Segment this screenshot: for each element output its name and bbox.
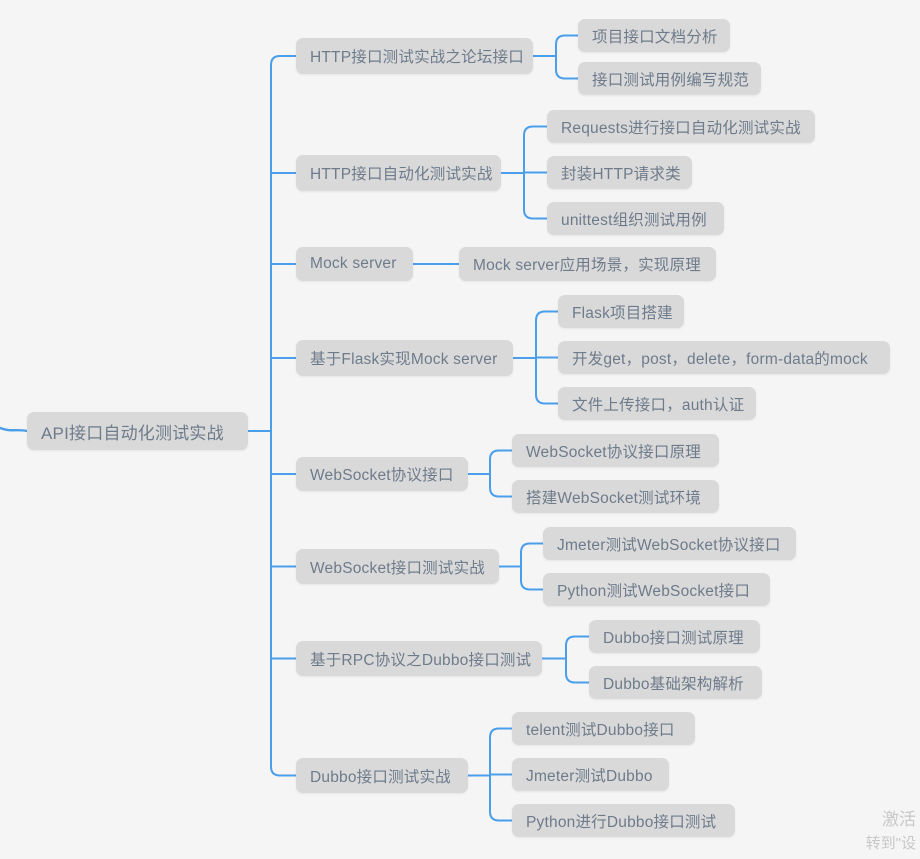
- node-label: 搭建WebSocket测试环境: [526, 489, 701, 507]
- activation-watermark-line1: 激活: [882, 810, 916, 829]
- connector-line: [489, 449, 513, 461]
- node-label: WebSocket协议接口: [310, 467, 454, 484]
- leaf-node-6-1[interactable]: Dubbo基础架构解析: [589, 666, 762, 699]
- branch-node-3[interactable]: 基于Flask实现Mock server: [296, 340, 513, 376]
- leaf-node-7-1[interactable]: Jmeter测试Dubbo: [512, 758, 669, 791]
- leaf-node-6-0[interactable]: Dubbo接口测试原理: [589, 620, 760, 653]
- connector-line: [0, 426, 29, 433]
- leaf-node-5-0[interactable]: Jmeter测试WebSocket协议接口: [543, 527, 796, 560]
- leaf-node-0-1[interactable]: 接口测试用例编写规范: [578, 62, 761, 95]
- leaf-node-3-1[interactable]: 开发get，post，delete，form-data的mock: [558, 341, 890, 374]
- connector-line: [535, 393, 559, 405]
- branch-node-0[interactable]: HTTP接口测试实战之论坛接口: [296, 38, 533, 74]
- node-label: 开发get，post，delete，form-data的mock: [572, 350, 868, 368]
- node-label: HTTP接口测试实战之论坛接口: [310, 49, 524, 66]
- connector-line: [520, 542, 544, 554]
- node-label: Dubbo接口测试实战: [310, 768, 451, 786]
- leaf-node-3-2[interactable]: 文件上传接口，auth认证: [558, 387, 756, 420]
- leaf-node-5-1[interactable]: Python测试WebSocket接口: [543, 573, 770, 606]
- node-label: Dubbo接口测试原理: [603, 629, 744, 647]
- node-label: Mock server: [310, 255, 397, 272]
- branch-node-5[interactable]: WebSocket接口测试实战: [296, 549, 499, 584]
- node-label: telent测试Dubbo接口: [526, 721, 675, 739]
- connector-line: [489, 727, 513, 739]
- connector-line: [555, 68, 579, 80]
- branch-node-6[interactable]: 基于RPC协议之Dubbo接口测试: [296, 641, 542, 676]
- branch-node-1[interactable]: HTTP接口自动化测试实战: [296, 155, 501, 191]
- node-label: 基于Flask实现Mock server: [310, 351, 498, 368]
- node-label: API接口自动化测试实战: [41, 423, 224, 443]
- node-label: 封装HTTP请求类: [561, 165, 681, 183]
- connector-line: [520, 579, 544, 591]
- connector-line: [489, 486, 513, 498]
- leaf-node-3-0[interactable]: Flask项目搭建: [558, 295, 684, 328]
- connector-line: [523, 125, 548, 137]
- connector-line: [523, 208, 548, 220]
- leaf-node-7-2[interactable]: Python进行Dubbo接口测试: [512, 804, 735, 837]
- leaf-node-1-1[interactable]: 封装HTTP请求类: [547, 156, 692, 189]
- node-label: Jmeter测试WebSocket协议接口: [557, 536, 781, 554]
- node-label: 接口测试用例编写规范: [592, 71, 750, 89]
- node-label: HTTP接口自动化测试实战: [310, 166, 493, 183]
- node-label: Flask项目搭建: [572, 304, 673, 322]
- connector-line: [565, 635, 590, 647]
- leaf-node-1-0[interactable]: Requests进行接口自动化测试实战: [547, 110, 815, 143]
- node-label: Requests进行接口自动化测试实战: [561, 119, 801, 137]
- activation-watermark-line2: 转到"设: [865, 835, 916, 852]
- node-label: Python测试WebSocket接口: [557, 582, 751, 600]
- node-label: 基于RPC协议之Dubbo接口测试: [310, 651, 532, 669]
- branch-node-2[interactable]: Mock server: [296, 247, 413, 281]
- node-label: 文件上传接口，auth认证: [572, 396, 745, 414]
- node-label: Mock server应用场景，实现原理: [473, 257, 701, 274]
- node-label: Python进行Dubbo接口测试: [526, 813, 717, 831]
- connector-line: [489, 810, 513, 822]
- leaf-node-2-0[interactable]: Mock server应用场景，实现原理: [459, 247, 716, 281]
- leaf-node-4-1[interactable]: 搭建WebSocket测试环境: [512, 480, 719, 513]
- branch-node-7[interactable]: Dubbo接口测试实战: [296, 758, 468, 793]
- node-label: unittest组织测试用例: [561, 211, 707, 229]
- connector-line: [535, 310, 559, 322]
- node-label: 项目接口文档分析: [592, 28, 718, 46]
- leaf-node-7-0[interactable]: telent测试Dubbo接口: [512, 712, 695, 745]
- node-label: Jmeter测试Dubbo: [526, 767, 653, 785]
- leaf-node-4-0[interactable]: WebSocket协议接口原理: [512, 434, 719, 467]
- connector-line: [270, 55, 297, 66]
- branch-node-4[interactable]: WebSocket协议接口: [296, 457, 468, 491]
- connector-line: [270, 765, 297, 777]
- node-label: WebSocket接口测试实战: [310, 559, 485, 577]
- root-node[interactable]: API接口自动化测试实战: [27, 412, 248, 450]
- node-label: Dubbo基础架构解析: [603, 675, 744, 693]
- leaf-node-1-2[interactable]: unittest组织测试用例: [547, 202, 724, 235]
- node-label: WebSocket协议接口原理: [526, 443, 701, 461]
- leaf-node-0-0[interactable]: 项目接口文档分析: [578, 19, 730, 52]
- connector-line: [555, 34, 579, 46]
- connector-line: [565, 672, 590, 684]
